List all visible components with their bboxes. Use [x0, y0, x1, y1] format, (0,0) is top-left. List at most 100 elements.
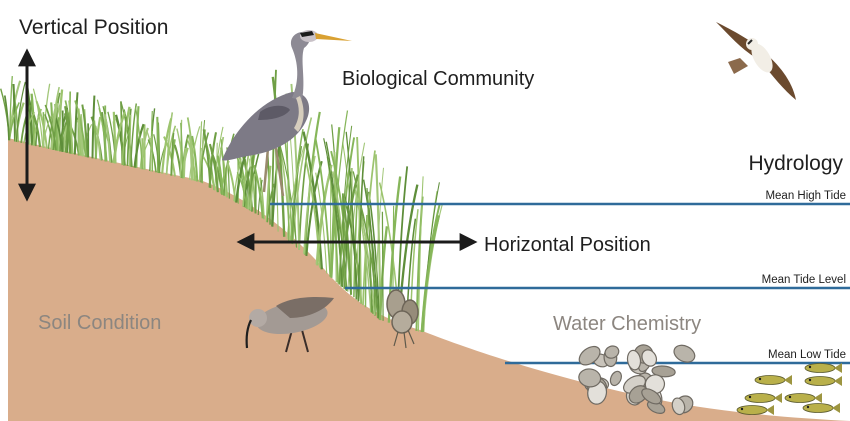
grass-blade: [180, 122, 184, 179]
grass-blade: [236, 171, 248, 209]
biological-community-label: Biological Community: [342, 68, 534, 90]
oyster-icon: [386, 289, 419, 349]
grass-blade: [345, 131, 357, 300]
grass-blade: [129, 114, 132, 167]
soil-bank: [8, 138, 850, 421]
grass-blade: [338, 125, 353, 285]
grass-blade: [170, 132, 175, 176]
grass-blade: [74, 100, 87, 157]
fish-school-icon: [736, 363, 842, 415]
mean-tide-level-label: Mean Tide Level: [762, 274, 846, 286]
grass-blade: [165, 112, 174, 175]
grass-blade: [182, 147, 187, 179]
fish: [802, 403, 840, 413]
fish: [784, 393, 822, 403]
grass-blade: [420, 215, 441, 333]
oyster-shell: [651, 365, 676, 378]
grass-blade: [59, 120, 68, 152]
fish: [804, 363, 842, 373]
grass-blade: [44, 104, 57, 151]
grass-blade: [96, 99, 108, 162]
grass-blade: [3, 95, 10, 141]
grass-blade: [12, 83, 17, 142]
grass-blade: [291, 146, 303, 244]
grass-blade: [235, 152, 248, 203]
grass-blade: [233, 158, 242, 202]
grass-blade: [357, 156, 365, 302]
oyster-shell: [673, 344, 696, 363]
grass-blade: [64, 105, 72, 154]
sandpiper-icon: [245, 296, 334, 353]
grass-blade: [214, 126, 224, 191]
oyster-shell: [671, 397, 686, 416]
grass-blade: [156, 116, 160, 173]
grass-blade: [50, 102, 59, 150]
grass-blade: [123, 117, 127, 166]
grass-blade: [381, 211, 384, 321]
heron-icon: [222, 30, 352, 197]
grass-blade: [94, 125, 102, 161]
grass-blade: [139, 127, 149, 169]
grass-blade: [191, 135, 199, 182]
grass-blade: [134, 107, 143, 170]
grass-blade: [253, 164, 264, 219]
grass-blade: [216, 155, 224, 195]
fish: [736, 405, 774, 415]
grass-blade: [259, 177, 265, 220]
oyster-shell: [609, 370, 622, 387]
grass-blade: [153, 134, 160, 174]
grass-blade: [266, 183, 275, 223]
grass-blade: [291, 117, 313, 245]
oyster-reef-icon: [578, 344, 696, 416]
oyster-shell: [641, 349, 658, 367]
grass-blade: [76, 119, 84, 157]
vertical-position-label: Vertical Position: [19, 16, 168, 39]
hydrology-label: Hydrology: [748, 152, 843, 175]
osprey-icon: [716, 22, 796, 100]
grass-blade: [249, 173, 256, 211]
grass-blade: [147, 139, 157, 173]
grass-blade: [362, 150, 376, 306]
grass-blade: [112, 121, 117, 164]
horizontal-position-label: Horizontal Position: [484, 234, 651, 256]
mean-high-tide-label: Mean High Tide: [765, 190, 846, 202]
oyster-shell: [578, 368, 602, 388]
grass-blade: [224, 159, 229, 197]
grass-blade: [188, 126, 201, 180]
grass-blade: [188, 134, 194, 181]
water-chemistry-label: Water Chemistry: [553, 313, 701, 335]
grass-blade: [202, 129, 212, 188]
grass-blade: [14, 100, 19, 143]
oyster-shell: [626, 349, 642, 371]
oyster-shell: [578, 345, 601, 366]
grass-blade: [81, 104, 89, 158]
grass-blade: [226, 163, 237, 203]
grass-blade: [120, 101, 124, 165]
oyster-shell: [604, 345, 620, 359]
grass-blade: [93, 120, 97, 160]
grass-blade: [208, 143, 219, 193]
fish: [754, 375, 792, 385]
grass-blade: [112, 111, 126, 164]
fish: [804, 376, 842, 386]
grass-blade: [314, 139, 332, 277]
grass-blade: [161, 118, 173, 174]
soil-condition-label: Soil Condition: [38, 312, 161, 334]
grass-blade: [73, 92, 79, 155]
oyster-shell: [641, 388, 662, 405]
grass-blade: [304, 160, 321, 268]
grass-blade: [359, 203, 379, 319]
fish: [744, 393, 782, 403]
grass-blade: [103, 114, 112, 163]
grass-blade: [163, 136, 176, 177]
grass-blade: [315, 171, 331, 265]
mean-low-tide-label: Mean Low Tide: [768, 349, 846, 361]
grass-blade: [91, 95, 96, 159]
grass-blade: [219, 147, 229, 198]
grass-blade: [150, 136, 152, 172]
grass-blade: [54, 117, 64, 152]
grass-blade: [135, 106, 140, 169]
grass-blade: [68, 100, 74, 155]
grass-blade: [323, 138, 343, 288]
